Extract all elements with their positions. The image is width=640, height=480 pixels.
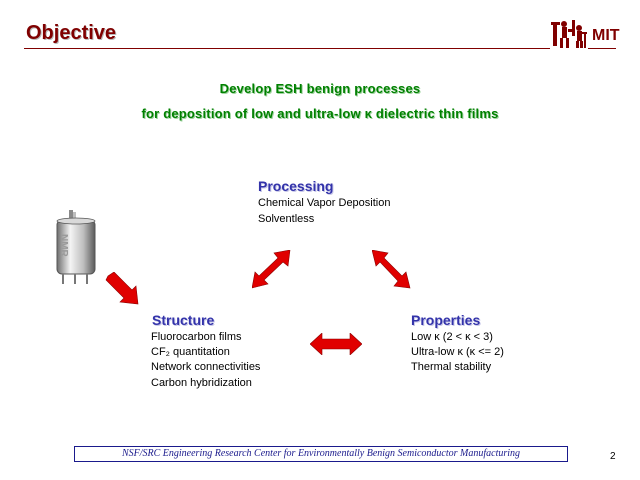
mit-logo-text: MIT (592, 27, 620, 44)
footer-banner: NSF/SRC Engineering Research Center for … (74, 446, 568, 462)
processing-properties-arrow (372, 250, 411, 289)
properties-item: Low κ (2 < κ < 3) (411, 331, 493, 343)
structure-heading: Structure (152, 312, 215, 328)
objective-line-1: Develop ESH benign processes (219, 81, 421, 96)
title-divider (24, 48, 550, 49)
properties-item: Thermal stability (411, 361, 492, 373)
properties-item: Ultra-low κ (κ <= 2) (411, 346, 504, 358)
processing-heading: Processing (258, 178, 334, 194)
objective-line-2: for deposition of low and ultra-low κ di… (141, 106, 499, 121)
slide-title: Objective (26, 22, 117, 44)
nmr-canister-icon: NMR (56, 210, 96, 284)
processing-structure-arrow (252, 250, 291, 289)
mit-logo-icon (551, 20, 587, 48)
logo-divider (588, 48, 616, 49)
structure-item: Carbon hybridization (151, 377, 252, 389)
properties-heading: Properties (411, 312, 481, 328)
canister-label: NMR (58, 234, 69, 258)
processing-item: Solventless (258, 213, 315, 225)
structure-properties-arrow (310, 333, 362, 355)
structure-item: Fluorocarbon films (151, 331, 242, 343)
canister-to-structure-arrow (105, 272, 139, 305)
structure-item: CF₂ quantitation (151, 346, 230, 358)
processing-item: Chemical Vapor Deposition (258, 197, 391, 209)
structure-item: Network connectivities (151, 361, 261, 373)
page-number: 2 (610, 451, 616, 462)
